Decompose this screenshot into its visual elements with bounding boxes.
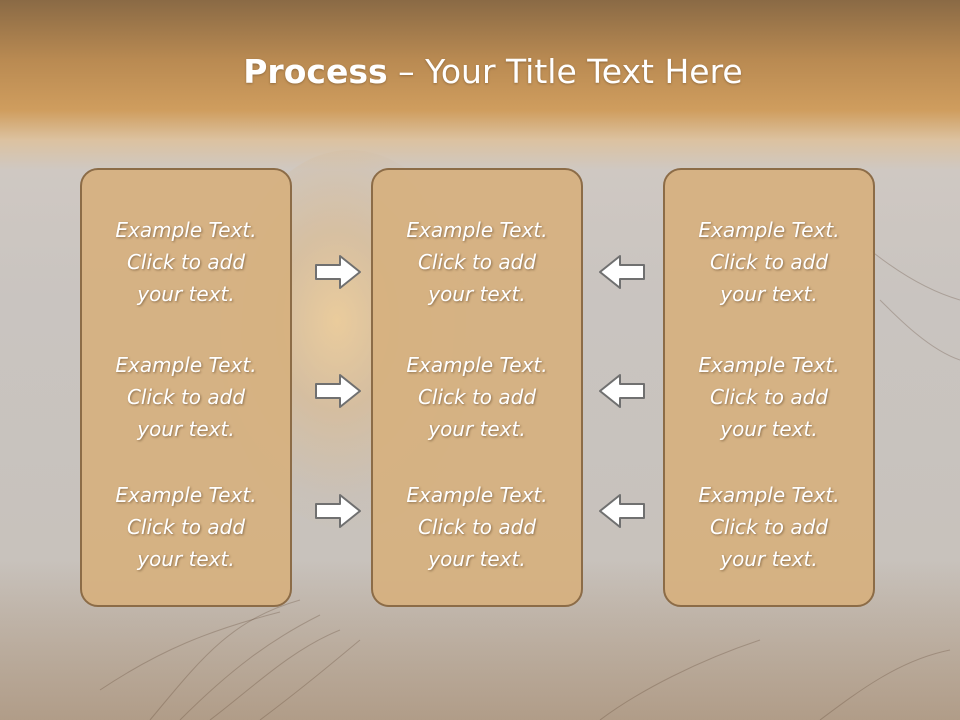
- text-line: Example Text.: [115, 483, 257, 507]
- arrow-left-icon[interactable]: [596, 371, 648, 411]
- text-line: Click to add: [126, 515, 246, 539]
- text-line: Example Text.: [406, 483, 548, 507]
- text-line: your text.: [137, 282, 235, 306]
- arrow-right-icon[interactable]: [312, 491, 364, 531]
- process-panel-center[interactable]: Example Text. Click to add your text. Ex…: [371, 168, 583, 607]
- panel-text-block[interactable]: Example Text. Click to add your text.: [82, 214, 290, 310]
- text-line: Click to add: [417, 385, 537, 409]
- text-line: your text.: [428, 547, 526, 571]
- arrow-right-icon[interactable]: [312, 252, 364, 292]
- text-line: your text.: [720, 547, 818, 571]
- panel-text-block[interactable]: Example Text. Click to add your text.: [665, 349, 873, 445]
- text-line: Click to add: [709, 385, 829, 409]
- text-line: Example Text.: [698, 353, 840, 377]
- arrow-left-icon[interactable]: [596, 491, 648, 531]
- text-line: Example Text.: [698, 483, 840, 507]
- text-line: your text.: [720, 282, 818, 306]
- panel-text-block[interactable]: Example Text. Click to add your text.: [373, 349, 581, 445]
- panel-text-block[interactable]: Example Text. Click to add your text.: [665, 479, 873, 575]
- text-line: Example Text.: [115, 218, 257, 242]
- panel-text-block[interactable]: Example Text. Click to add your text.: [373, 479, 581, 575]
- panel-text-block[interactable]: Example Text. Click to add your text.: [82, 479, 290, 575]
- process-panel-left[interactable]: Example Text. Click to add your text. Ex…: [80, 168, 292, 607]
- panel-text-block[interactable]: Example Text. Click to add your text.: [82, 349, 290, 445]
- text-line: your text.: [720, 417, 818, 441]
- slide-title-bold: Process: [243, 52, 388, 91]
- arrow-left-icon[interactable]: [596, 252, 648, 292]
- text-line: Click to add: [709, 515, 829, 539]
- text-line: Click to add: [709, 250, 829, 274]
- text-line: Click to add: [417, 250, 537, 274]
- text-line: your text.: [428, 417, 526, 441]
- text-line: Example Text.: [406, 353, 548, 377]
- text-line: your text.: [428, 282, 526, 306]
- panel-text-block[interactable]: Example Text. Click to add your text.: [665, 214, 873, 310]
- text-line: Click to add: [417, 515, 537, 539]
- text-line: Click to add: [126, 385, 246, 409]
- arrow-right-icon[interactable]: [312, 371, 364, 411]
- text-line: Click to add: [126, 250, 246, 274]
- slide-title[interactable]: Process – Your Title Text Here: [0, 52, 960, 91]
- text-line: your text.: [137, 417, 235, 441]
- process-panel-right[interactable]: Example Text. Click to add your text. Ex…: [663, 168, 875, 607]
- slide-title-rest: – Your Title Text Here: [387, 52, 743, 91]
- text-line: your text.: [137, 547, 235, 571]
- text-line: Example Text.: [115, 353, 257, 377]
- text-line: Example Text.: [698, 218, 840, 242]
- panel-text-block[interactable]: Example Text. Click to add your text.: [373, 214, 581, 310]
- text-line: Example Text.: [406, 218, 548, 242]
